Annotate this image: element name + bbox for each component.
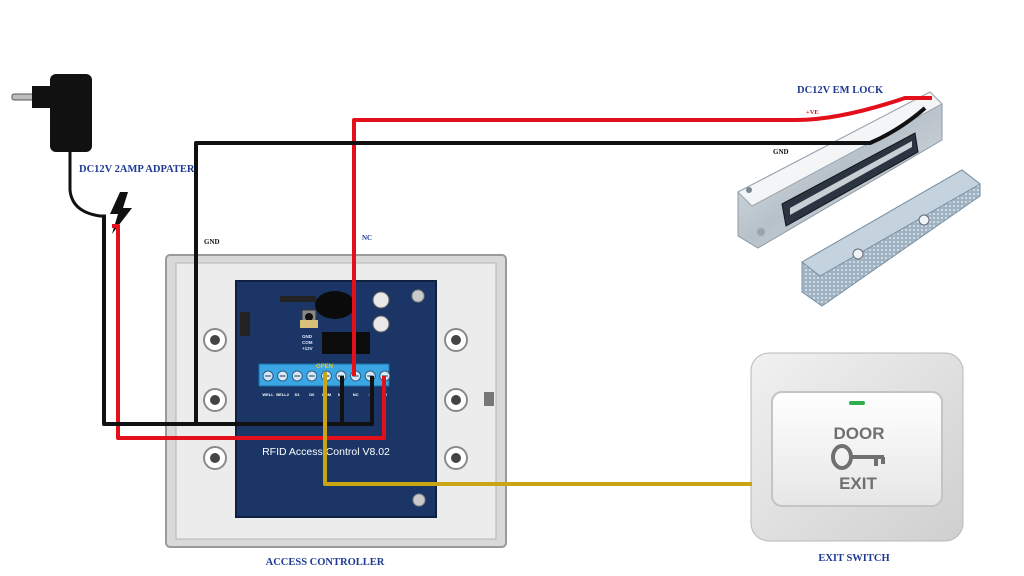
- red-wire-power: [112, 224, 386, 440]
- red-wire-lock: [352, 96, 932, 376]
- terminal-label: D1: [295, 392, 301, 397]
- exit-switch[interactable]: DOOR EXIT: [750, 352, 964, 542]
- gnd-lock-label: GND: [773, 148, 789, 156]
- controller-label: ACCESS CONTROLLER: [266, 557, 385, 568]
- terminal-label: WELL: [262, 392, 274, 397]
- key-icon: [831, 444, 885, 470]
- lightning-bolt-icon: [110, 192, 132, 234]
- mini-labels: GND COM +12V: [302, 334, 313, 351]
- exit-button-line1: DOOR: [834, 424, 885, 443]
- em-lock-armature-plate: [801, 169, 981, 307]
- yellow-wire-exit: [323, 372, 752, 486]
- black-wire-lock: [194, 106, 927, 426]
- exit-switch-label: EXIT SWITCH: [818, 553, 889, 564]
- mini-label-0: GND: [302, 334, 313, 339]
- lock-label: DC12V EM LOCK: [797, 85, 884, 96]
- ve-label: +VE: [806, 109, 819, 116]
- nc-label: NC: [362, 234, 372, 242]
- terminal-label: NC: [353, 392, 359, 397]
- controller-pcb: [235, 280, 437, 518]
- plug-adapter-icon: [11, 74, 106, 218]
- mini-label-1: COM: [302, 340, 313, 345]
- labels: DC12V 2AMP ADPATER DC12V EM LOCK ACCESS …: [79, 85, 890, 568]
- adapter-label: DC12V 2AMP ADPATER: [79, 164, 195, 175]
- mini-label-2: +12V: [302, 346, 313, 351]
- terminal-label: BELL2: [276, 392, 289, 397]
- terminal-label: D0: [309, 392, 315, 397]
- open-label: OPEN: [316, 364, 333, 370]
- gnd-left-label: GND: [204, 238, 220, 246]
- exit-button-line2: EXIT: [839, 474, 877, 493]
- wires: [102, 96, 932, 486]
